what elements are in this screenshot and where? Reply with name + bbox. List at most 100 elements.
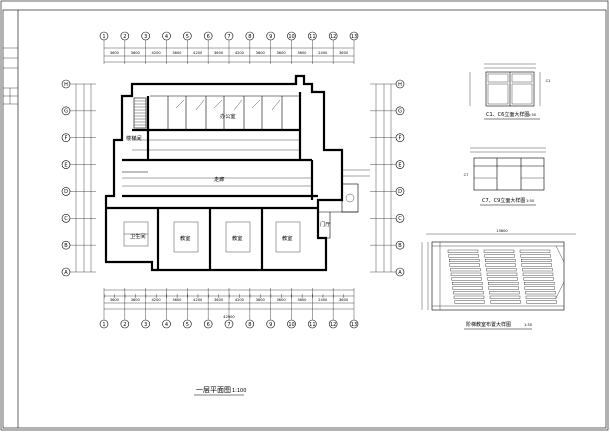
top-dim-7: 3600 <box>256 51 266 55</box>
seat-row-7-block-1 <box>488 282 519 285</box>
lecture-width-dim: 15600 <box>496 229 508 233</box>
top-dim-9: 3600 <box>297 51 307 55</box>
left-axis-F-label: F <box>65 136 68 142</box>
top-dim-2: 4200 <box>152 51 162 55</box>
bottom-dim-2: 4200 <box>152 298 162 302</box>
top-axis-11-label: 11 <box>309 34 315 40</box>
bottom-axis-12-label: 12 <box>330 322 336 328</box>
bottom-dim-4: 4200 <box>193 298 203 302</box>
room-label-stair: 楼梯间 <box>126 134 142 142</box>
seat-row-3-block-1 <box>485 263 516 267</box>
lecture-scale: 1:50 <box>524 323 533 327</box>
seat-row-1-block-1 <box>484 254 515 258</box>
seat-row-9-block-1 <box>489 291 520 295</box>
bottom-axis-3-label: 3 <box>144 322 147 328</box>
room-label-office: 办公室 <box>220 112 236 120</box>
detail-c7-title: C7、C9立面大样图 <box>482 197 525 204</box>
seat-row-10-block-2 <box>525 295 557 299</box>
bottom-axis-4-label: 4 <box>165 322 168 328</box>
right-axis-H-label: H <box>398 82 402 88</box>
bottom-dim-0: 3600 <box>110 298 120 302</box>
lecture-hall-layout: 15600 阶梯教室布置大样图 1:50 <box>421 229 576 330</box>
bottom-dim-3: 3600 <box>172 298 182 302</box>
seat-row-6-block-1 <box>487 277 518 281</box>
seat-row-5-block-0 <box>450 272 482 276</box>
bottom-axis-6-label: 6 <box>207 322 210 328</box>
plan-scale: 1:100 <box>232 388 246 394</box>
left-axis-H-label: H <box>64 82 68 88</box>
detail-c7-elevation: C7 C7、C9立面大样图 1:50 <box>464 147 546 206</box>
right-axis-C-label: C <box>398 216 402 222</box>
right-axis-E-label: E <box>398 162 401 168</box>
seat-row-7-block-0 <box>452 282 483 285</box>
bottom-axis-8-label: 8 <box>248 322 251 328</box>
seat-row-11-block-1 <box>490 300 521 304</box>
top-dim-10: 2400 <box>318 51 328 55</box>
seat-row-9-block-2 <box>525 291 556 295</box>
seat-row-5-block-1 <box>486 272 518 276</box>
room-label-classroom-2: 教室 <box>232 234 242 242</box>
left-axis-D-label: D <box>64 189 68 195</box>
office-partitions <box>150 95 300 130</box>
left-axis-G-label: G <box>64 109 68 115</box>
top-dim-0: 3600 <box>110 51 120 55</box>
bottom-window-dims <box>104 294 344 298</box>
top-dim-3: 3600 <box>172 51 182 55</box>
bottom-axis-1-label: 1 <box>102 322 105 328</box>
room-label-hall: 门厅 <box>320 220 330 228</box>
top-axis-10-label: 10 <box>288 34 294 40</box>
stair <box>133 97 147 129</box>
left-axis-C-label: C <box>64 216 68 222</box>
top-axis-2-label: 2 <box>123 34 126 40</box>
seat-row-2-block-2 <box>521 259 552 262</box>
seat-row-0-block-0 <box>447 249 479 253</box>
bottom-axis-2-label: 2 <box>123 322 126 328</box>
top-axis-1-label: 1 <box>102 34 105 40</box>
top-axis-6-label: 6 <box>207 34 210 40</box>
top-axis-3-label: 3 <box>144 34 147 40</box>
total-dimension: 42900 <box>223 315 235 319</box>
top-axis-5-label: 5 <box>186 34 189 40</box>
right-axis-A-label: A <box>398 270 402 276</box>
top-dim-6: 4200 <box>235 51 245 55</box>
top-axis-12-label: 12 <box>330 34 336 40</box>
bottom-axis-11-label: 11 <box>309 322 315 328</box>
seat-row-4-block-2 <box>522 268 553 272</box>
seat-row-1-block-2 <box>520 254 551 258</box>
top-dim-1: 3600 <box>131 51 141 55</box>
seat-row-0-block-2 <box>519 249 551 253</box>
seat-row-2-block-0 <box>449 259 480 262</box>
seat-row-8-block-1 <box>488 286 519 290</box>
seat-row-5-block-2 <box>522 272 554 276</box>
seat-row-8-block-0 <box>452 286 483 290</box>
top-axis-7-label: 7 <box>227 34 230 40</box>
bottom-dim-10: 2400 <box>318 298 328 302</box>
bottom-dim-9: 3600 <box>297 298 307 302</box>
top-axis-13-label: 13 <box>351 34 357 40</box>
right-dimension-lines <box>375 84 392 272</box>
left-dimension-lines <box>75 84 92 272</box>
detail-c1-tag: C1 <box>546 79 551 83</box>
top-axis-9-label: 9 <box>269 34 272 40</box>
seat-row-3-block-2 <box>521 263 552 267</box>
bottom-axis-10-label: 10 <box>288 322 294 328</box>
classroom-furniture <box>123 221 301 253</box>
detail-c1-elevation: C1 C1、C6立面大样图 1:50 <box>469 63 551 120</box>
top-axis-4-label: 4 <box>165 34 168 40</box>
bottom-dim-7: 3600 <box>256 298 266 302</box>
top-dim-11: 3600 <box>339 51 349 55</box>
bottom-dim-11: 3600 <box>339 298 349 302</box>
top-axis-8-label: 8 <box>248 34 251 40</box>
seat-row-11-block-2 <box>526 300 557 304</box>
corridor-lines <box>122 139 312 187</box>
detail-c7-tag: C7 <box>464 173 469 177</box>
seat-row-10-block-1 <box>489 295 521 299</box>
seat-row-4-block-0 <box>450 268 481 272</box>
lecture-seats <box>447 249 557 304</box>
seat-row-6-block-2 <box>523 277 554 281</box>
